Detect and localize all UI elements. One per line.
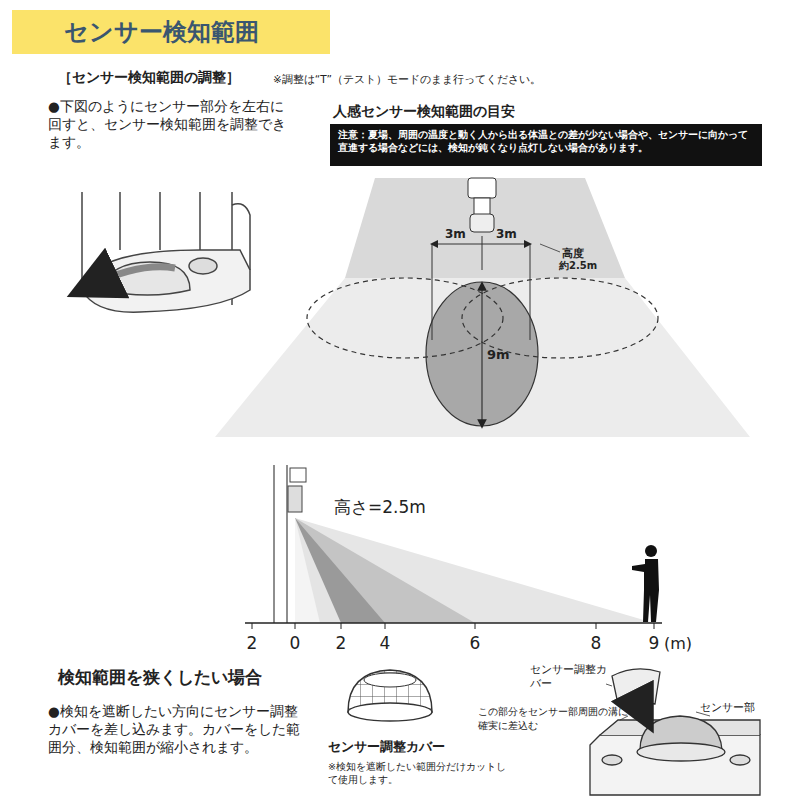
notice-box: 注意：夏場、周囲の温度と動く人から出る体温との差が少ない場合や、センサーに向かっ… <box>330 124 762 166</box>
dimension-label: 3m <box>445 226 475 242</box>
device-rotate-figure <box>82 192 250 312</box>
height-label: 高さ=2.5m <box>334 496 464 519</box>
device-cover-insert-figure <box>590 669 760 795</box>
sub-heading: 人感センサー検知範囲の目安 <box>333 102 633 121</box>
instruction-text: ●下図のようにセンサー部分を左右に回すと、センサー検知範囲を調整できます。 <box>48 97 293 152</box>
axis-tick: 8 <box>588 632 604 655</box>
section-heading: ［センサー検知範囲の調整］ <box>58 68 273 87</box>
callout-label: センサー部 <box>700 700 780 714</box>
part-name: センサー調整カバー <box>328 738 508 756</box>
node-text: センサー検知範囲 <box>64 16 330 50</box>
section-heading: 検知範囲を狭くしたい場合 <box>58 666 318 689</box>
detection-plan-view <box>215 178 750 437</box>
sensor-cover-figure <box>348 670 432 721</box>
axis-tick: 0 <box>287 632 303 655</box>
axis-tick: 2 <box>333 632 349 655</box>
note-text: ※調整は“T”（テスト）モードのまま行ってください。 <box>273 72 603 86</box>
axis-tick: 2 <box>244 632 260 655</box>
height-label: 約2.5m <box>559 259 609 273</box>
node-text: 注意：夏場、周囲の温度と動く人から出る体温との差が少ない場合や、センサーに向かっ… <box>338 128 754 155</box>
height-label: 高度 <box>562 246 602 260</box>
callout-label: この部分をセンサー部周囲の溝に確実に差込む <box>478 705 633 732</box>
axis-tick: 9 <box>646 632 662 655</box>
callout-label: センサー調整カバー <box>530 662 608 690</box>
instruction-text: ●検知を遮断したい方向にセンサー調整カバーを差し込みます。カバーをした範囲分、検… <box>48 702 308 757</box>
axis-tick: 6 <box>467 632 483 655</box>
dimension-label: 9m <box>487 346 517 364</box>
dimension-label: 3m <box>496 226 526 242</box>
note-text: ※検知を遮断したい範囲分だけカットして使用します。 <box>328 761 513 787</box>
title-band: センサー検知範囲 <box>12 10 330 54</box>
detection-side-view <box>245 465 662 629</box>
axis-tick: 4 <box>377 632 393 655</box>
person-silhouette <box>632 545 659 622</box>
axis-unit: (m) <box>664 633 704 655</box>
